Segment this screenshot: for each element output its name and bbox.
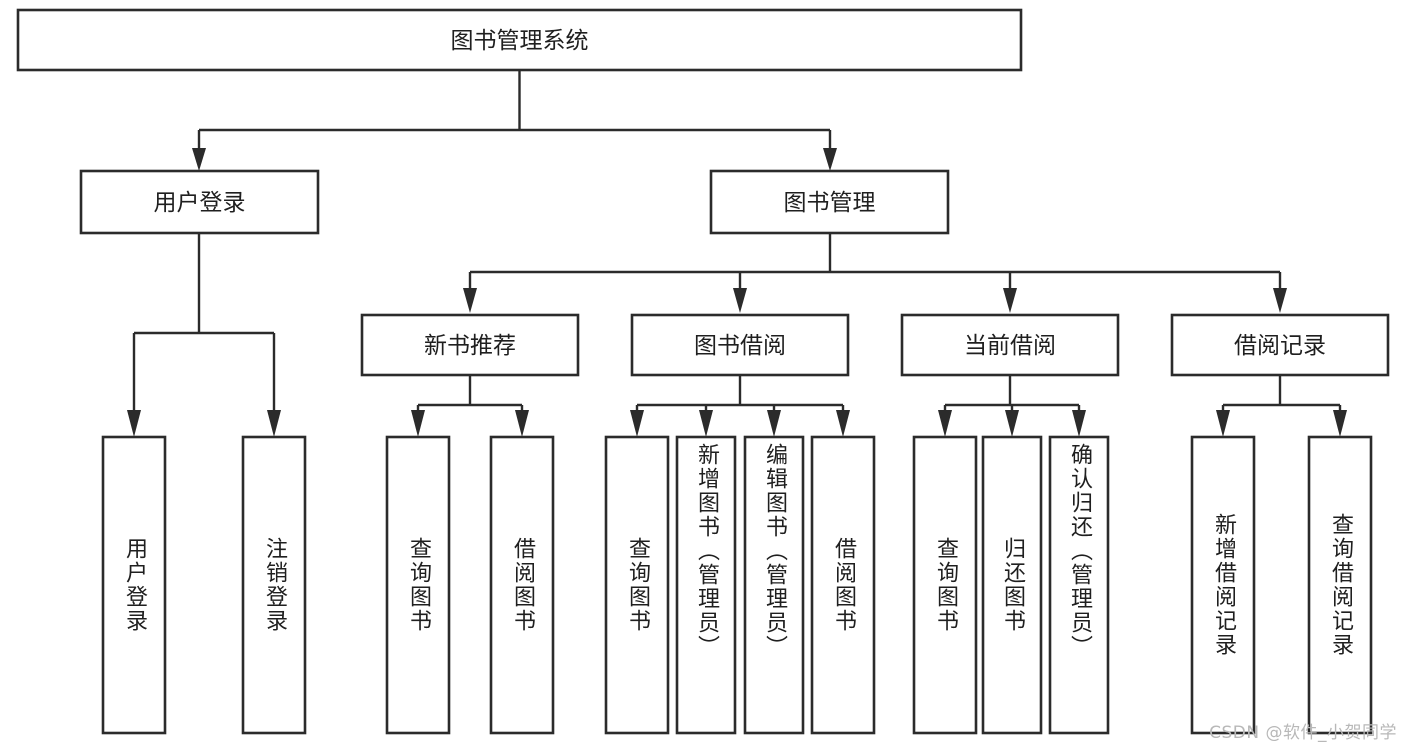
node-current-borrow[interactable]: 当前借阅 [900, 313, 1120, 377]
node-leaf-user-login-box[interactable] [101, 435, 167, 735]
arrowhead-leaf-query-book-1 [411, 410, 425, 437]
arrowhead-leaf-logout-login [267, 410, 281, 437]
arrowhead-leaf-borrow-book-1 [515, 410, 529, 437]
node-user-login[interactable]: 用户登录 [79, 169, 320, 235]
node-leaf-add-record-box[interactable] [1190, 435, 1256, 735]
arrowhead-book-management [823, 148, 837, 171]
node-new-book-recommend-label: 新书推荐 [424, 333, 516, 359]
arrowhead-leaf-query-book-2 [630, 410, 644, 437]
arrowhead-leaf-add-record [1216, 410, 1230, 437]
arrowhead-leaf-borrow-book-2 [836, 410, 850, 437]
node-leaf-confirm-return-box[interactable] [1048, 435, 1110, 735]
node-leaf-query-book-1-box[interactable] [385, 435, 451, 735]
arrowhead-leaf-edit-book [767, 410, 781, 437]
csdn-watermark: CSDN @软件_小贺同学 [1209, 723, 1397, 743]
node-book-management[interactable]: 图书管理 [709, 169, 950, 235]
arrowhead-leaf-confirm-return [1072, 410, 1086, 437]
node-leaf-add-book-box[interactable] [675, 435, 737, 735]
node-book-borrow[interactable]: 图书借阅 [630, 313, 850, 377]
node-current-borrow-label: 当前借阅 [964, 333, 1056, 359]
arrowhead-borrow-record [1273, 288, 1287, 313]
node-leaf-logout-login-box[interactable] [241, 435, 307, 735]
arrowhead-leaf-user-login [127, 410, 141, 437]
node-borrow-record[interactable]: 借阅记录 [1170, 313, 1390, 377]
node-user-login-label: 用户登录 [154, 190, 246, 216]
node-current-borrow-box[interactable] [900, 313, 1120, 377]
arrowhead-leaf-query-record [1333, 410, 1347, 437]
node-leaf-borrow-book-1-box[interactable] [489, 435, 555, 735]
node-new-book-recommend-box[interactable] [360, 313, 580, 377]
node-book-management-box[interactable] [709, 169, 950, 235]
node-new-book-recommend[interactable]: 新书推荐 [360, 313, 580, 377]
node-book-management-label: 图书管理 [784, 190, 876, 216]
node-root-system-label: 图书管理系统 [451, 28, 589, 54]
node-user-login-box[interactable] [79, 169, 320, 235]
arrowhead-leaf-query-book-3 [938, 410, 952, 437]
arrowhead-user-login [192, 148, 206, 171]
arrowhead-book-borrow [733, 288, 747, 313]
node-root-system-box[interactable] [16, 8, 1023, 72]
node-leaf-query-book-3-box[interactable] [912, 435, 978, 735]
node-root-system[interactable]: 图书管理系统 [16, 8, 1023, 72]
node-leaf-edit-book-box[interactable] [743, 435, 805, 735]
node-leaf-borrow-book-2-box[interactable] [810, 435, 876, 735]
node-book-borrow-label: 图书借阅 [694, 333, 786, 359]
node-book-borrow-box[interactable] [630, 313, 850, 377]
arrowhead-leaf-return-book [1005, 410, 1019, 437]
node-leaf-query-book-2-box[interactable] [604, 435, 670, 735]
arrowhead-current-borrow [1003, 288, 1017, 313]
node-leaf-return-book-box[interactable] [981, 435, 1043, 735]
node-borrow-record-box[interactable] [1170, 313, 1390, 377]
arrowhead-leaf-add-book [699, 410, 713, 437]
node-leaf-query-record-box[interactable] [1307, 435, 1373, 735]
node-borrow-record-label: 借阅记录 [1234, 333, 1326, 359]
arrowhead-new-book-recommend [463, 288, 477, 313]
connectors-group [127, 70, 1347, 437]
